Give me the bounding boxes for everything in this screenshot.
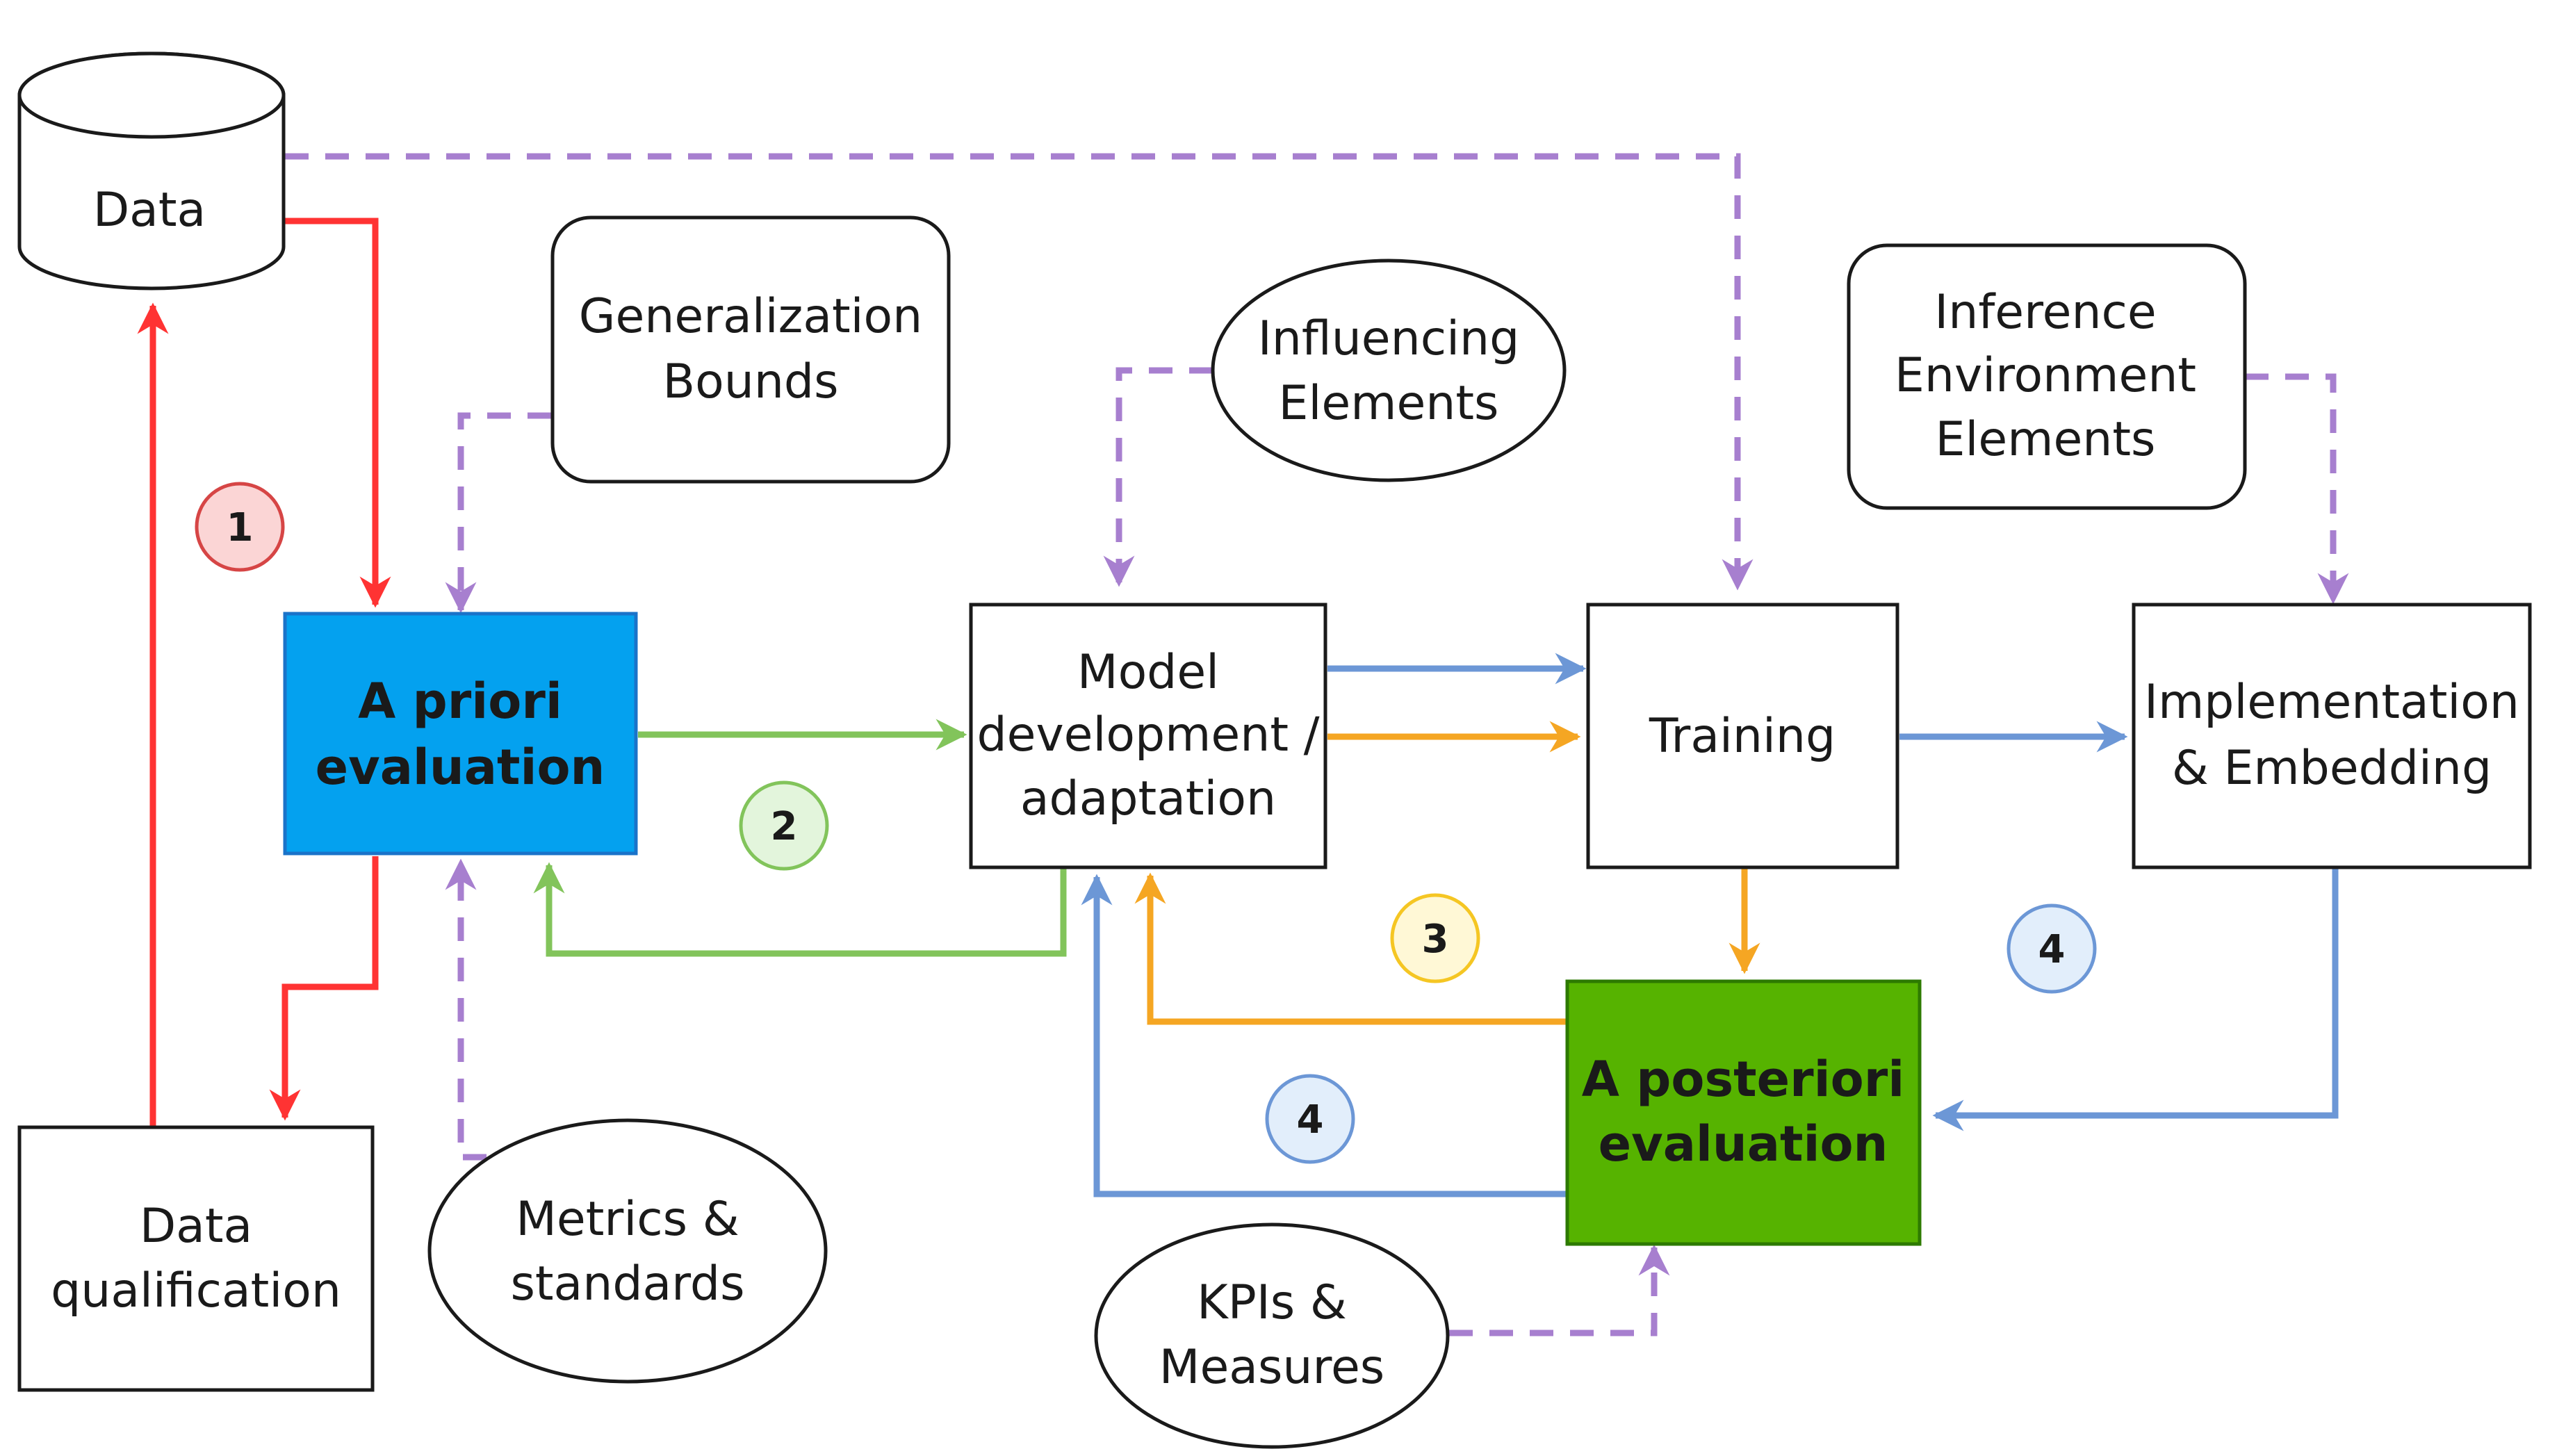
generalization-bounds-node: Generalization Bounds <box>550 215 951 484</box>
influencing-elements-line2: Elements <box>1279 376 1499 431</box>
a-priori-line2: evaluation <box>316 739 605 796</box>
edge-aposteriori-to-model-blue <box>1081 874 1567 1197</box>
badge-2-label: 2 <box>771 804 798 849</box>
purple-dashed-connectors <box>285 153 2349 1336</box>
edge-inference-to-implementation <box>2245 373 2349 605</box>
model-development-node: Model development / adaptation <box>969 603 1327 869</box>
model-development-line1: Model <box>1077 645 1219 700</box>
a-priori-line1: A priori <box>358 673 562 730</box>
inference-environment-shape <box>1847 243 2247 510</box>
badge-4-right: 4 <box>2007 903 2097 994</box>
generalization-bounds-shape <box>550 215 951 484</box>
model-development-line2: development / <box>976 707 1319 762</box>
kpis-measures-line1: KPIs & <box>1197 1275 1347 1330</box>
data-cylinder-top <box>17 51 286 139</box>
implementation-line1: Implementation <box>2144 675 2519 730</box>
edge-data-to-apriori <box>285 218 391 608</box>
badge-3-label: 3 <box>1422 917 1449 962</box>
edge-aposteriori-to-model-yellow <box>1134 872 1567 1025</box>
a-priori-evaluation-node: A priori evaluation <box>283 612 638 856</box>
edge-data-to-training <box>285 153 1754 591</box>
training-node: Training <box>1586 603 1899 869</box>
implementation-shape <box>2132 603 2532 869</box>
influencing-elements-node: Influencing Elements <box>1211 259 1567 482</box>
badge-2: 2 <box>739 780 829 871</box>
a-posteriori-line2: evaluation <box>1599 1115 1888 1172</box>
kpis-measures-node: KPIs & Measures <box>1094 1222 1450 1449</box>
inference-environment-line2: Environment <box>1895 348 2196 403</box>
inference-environment-line1: Inference <box>1934 285 2157 340</box>
kpis-measures-line2: Measures <box>1159 1340 1384 1395</box>
badge-4-right-label: 4 <box>2038 927 2066 972</box>
metrics-standards-line2: standards <box>510 1257 744 1311</box>
training-label: Training <box>1649 709 1836 764</box>
generalization-bounds-line2: Bounds <box>662 354 838 409</box>
edge-model-to-apriori <box>533 862 1067 957</box>
yellow-connectors <box>1134 721 1760 1025</box>
data-qualification-shape <box>17 1125 375 1392</box>
training-shape <box>1586 603 1899 869</box>
inference-environment-node: Inference Environment Elements <box>1847 243 2247 510</box>
blue-connectors <box>1081 653 2339 1197</box>
data-label: Data <box>93 183 206 238</box>
model-development-shape <box>969 603 1327 869</box>
badge-4-left: 4 <box>1265 1074 1355 1164</box>
edge-apriori-to-qualification <box>269 856 379 1121</box>
a-posteriori-line1: A posteriori <box>1582 1051 1904 1108</box>
data-qualification-node: Data qualification <box>17 1125 375 1392</box>
green-connectors <box>533 719 1067 957</box>
edge-influencing-to-model <box>1103 367 1213 587</box>
a-priori-evaluation-shape <box>283 612 638 856</box>
influencing-elements-line1: Influencing <box>1258 311 1520 366</box>
data-node: Data <box>17 51 286 291</box>
data-qualification-line1: Data <box>140 1199 252 1254</box>
inference-environment-line3: Elements <box>1936 412 2156 467</box>
metrics-standards-shape <box>427 1118 828 1384</box>
model-development-line3: adaptation <box>1020 771 1276 826</box>
badge-1-label: 1 <box>227 505 254 550</box>
implementation-node: Implementation & Embedding <box>2132 603 2532 869</box>
edge-generalization-to-apriori <box>445 412 551 614</box>
a-posteriori-evaluation-node: A posteriori evaluation <box>1565 979 1922 1246</box>
badge-3: 3 <box>1390 893 1480 983</box>
implementation-line2: & Embedding <box>2172 741 2492 796</box>
badge-4-left-label: 4 <box>1297 1097 1324 1143</box>
badge-1: 1 <box>195 482 285 572</box>
edge-kpis-to-aposteriori <box>1449 1244 1670 1336</box>
influencing-elements-shape <box>1211 259 1567 482</box>
metrics-standards-line1: Metrics & <box>516 1192 739 1247</box>
edge-metrics-to-apriori <box>445 858 487 1161</box>
generalization-bounds-line1: Generalization <box>579 289 923 344</box>
metrics-standards-node: Metrics & standards <box>427 1118 828 1384</box>
data-qualification-line2: qualification <box>51 1263 341 1318</box>
a-posteriori-evaluation-shape <box>1565 979 1922 1246</box>
kpis-measures-shape <box>1094 1222 1450 1449</box>
edge-implementation-to-aposteriori <box>1932 869 2339 1131</box>
red-connectors <box>137 218 391 1126</box>
